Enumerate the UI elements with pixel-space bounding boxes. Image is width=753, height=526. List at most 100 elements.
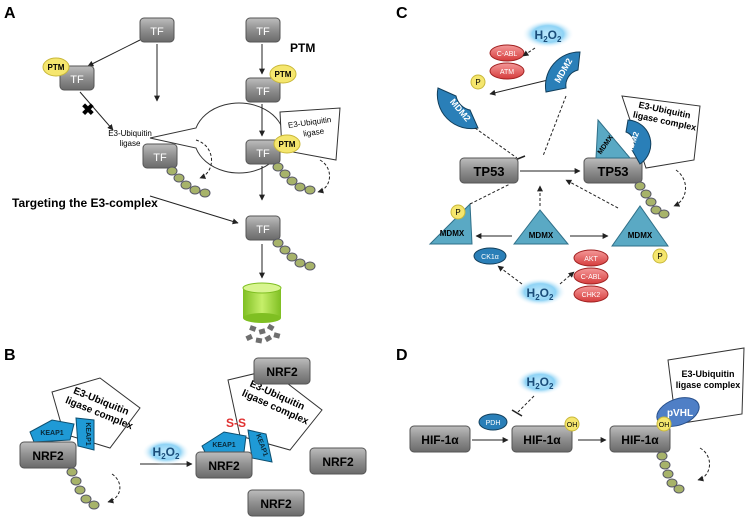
h2o2-molecule: H2O2: [142, 439, 190, 465]
svg-text:PDH: PDH: [486, 420, 501, 427]
ck1a-kinase: CK1α: [473, 247, 507, 265]
ubiquitin-chain: [166, 166, 211, 198]
svg-text:AKT: AKT: [584, 256, 598, 263]
panel-c-letter: C: [396, 5, 408, 22]
panel-a: A TF TF PTM ✖ E3-Ubiquitin ligase TF: [4, 5, 341, 344]
pdh-enzyme: PDH: [478, 413, 508, 431]
arrow: [87, 39, 141, 67]
h2o2-molecule: H2O2: [514, 278, 566, 306]
inhibition-bar: [511, 409, 523, 417]
svg-text:HIF-1α: HIF-1α: [421, 433, 459, 447]
ubiquitin-chain: [634, 181, 670, 219]
panel-a-letter: A: [4, 5, 16, 22]
svg-text:H2O2: H2O2: [527, 286, 554, 302]
e3-ligase-label: E3-Ubiquitin: [108, 129, 152, 138]
panel-b-letter: B: [4, 347, 16, 364]
arrow: [489, 79, 549, 96]
ubiquitin-chain: [66, 467, 100, 510]
inhibition-line: [517, 395, 535, 413]
svg-text:PTM: PTM: [48, 63, 65, 72]
svg-text:CHK2: CHK2: [582, 292, 601, 299]
c-abl-kinase: C-ABL: [489, 44, 525, 62]
block-mark-icon: ✖: [81, 102, 94, 119]
arrow: [673, 169, 686, 207]
svg-text:TF: TF: [256, 148, 270, 160]
svg-text:KEAP1: KEAP1: [212, 442, 235, 449]
arrow: [149, 195, 239, 225]
mdmx-right: MDMX P: [611, 205, 669, 264]
svg-text:HIF-1α: HIF-1α: [621, 433, 659, 447]
h2o2-molecule: H2O2: [522, 20, 574, 48]
hydroxyl-badge: OH: [656, 416, 672, 432]
nrf2-box: NRF2: [247, 489, 305, 517]
atm-kinase: ATM: [489, 62, 525, 80]
svg-text:TF: TF: [256, 224, 270, 236]
svg-text:NRF2: NRF2: [266, 365, 298, 379]
svg-text:MDMX: MDMX: [440, 229, 465, 238]
arrow: [107, 473, 121, 504]
svg-text:TP53: TP53: [597, 164, 628, 179]
svg-text:HIF-1α: HIF-1α: [523, 433, 561, 447]
disulfide-bond-label: S-S: [226, 416, 246, 430]
e3-ligase-label: ligase: [303, 127, 325, 139]
svg-text:H2O2: H2O2: [527, 375, 554, 391]
arrow: [559, 271, 575, 285]
svg-text:P: P: [475, 78, 480, 87]
panel-d: D H2O2 HIF-1α PDH HIF-1α OH E3-Ubiquitin…: [396, 347, 745, 494]
svg-text:NRF2: NRF2: [208, 459, 240, 473]
arrow: [79, 91, 114, 131]
mdmx-center: MDMX: [512, 209, 570, 245]
panel-d-letter: D: [396, 347, 408, 364]
akt-kinase: AKT: [573, 249, 609, 267]
arrow: [565, 179, 619, 209]
svg-text:OH: OH: [567, 422, 578, 429]
tf-box: TF: [59, 65, 95, 91]
keap1-right: KEAP1: [247, 429, 273, 463]
tf-box: TF: [139, 17, 175, 43]
hif-box: HIF-1α: [409, 425, 471, 453]
hif-box: HIF-1α: [609, 425, 671, 453]
svg-text:KEAP1: KEAP1: [40, 430, 63, 437]
svg-text:MDMX: MDMX: [628, 231, 653, 240]
chk2-kinase: CHK2: [573, 285, 609, 303]
mdmx-in-complex: MDMX: [595, 118, 632, 159]
panel-b: B E3-Ubiquitin ligase complex KEAP1 KEAP…: [4, 347, 367, 517]
svg-text:CK1α: CK1α: [481, 254, 499, 261]
ptm-badge: PTM: [273, 134, 301, 154]
tf-box: TF: [245, 17, 281, 43]
svg-text:pVHL: pVHL: [667, 408, 693, 419]
mdm2-right: MDM2: [544, 51, 581, 93]
nrf2-box: NRF2: [309, 447, 367, 475]
svg-text:H2O2: H2O2: [153, 445, 180, 461]
svg-text:P: P: [657, 252, 662, 261]
tp53-box-left: TP53: [459, 157, 519, 184]
svg-text:C-ABL: C-ABL: [497, 51, 518, 58]
svg-text:ATM: ATM: [500, 69, 514, 76]
h2o2-molecule: H2O2: [516, 369, 564, 395]
panel-c: C H2O2 C-ABL ATM MDM2 P MDM2: [396, 5, 701, 306]
arrow: [497, 265, 523, 285]
tf-box: TF: [142, 143, 178, 169]
svg-text:NRF2: NRF2: [32, 449, 64, 463]
arrow: [317, 159, 330, 194]
e3-complex-label: E3-Ubiquitin: [682, 369, 735, 379]
e3-ligase-label: ligase: [120, 139, 141, 148]
ubiquitin-chain: [272, 162, 316, 195]
svg-text:C-ABL: C-ABL: [581, 274, 602, 281]
mdm2-left: MDM2 P: [436, 74, 486, 130]
peptide-fragments-icon: [245, 323, 281, 344]
keap1-left: KEAP1: [201, 431, 247, 455]
svg-text:OH: OH: [659, 422, 670, 429]
e3-complex-label: ligase complex: [676, 380, 741, 390]
arrow: [522, 47, 536, 57]
ptm-label: PTM: [290, 41, 315, 55]
inhibition-line: [469, 183, 511, 205]
tf-box: TF: [245, 77, 281, 103]
ptm-badge: PTM: [269, 64, 297, 84]
nrf2-box: NRF2: [195, 451, 253, 479]
arrow: [697, 447, 710, 482]
ubiquitin-chain: [272, 238, 316, 271]
mdmx-left: MDMX P: [428, 202, 473, 245]
nrf2-box: NRF2: [253, 357, 311, 385]
